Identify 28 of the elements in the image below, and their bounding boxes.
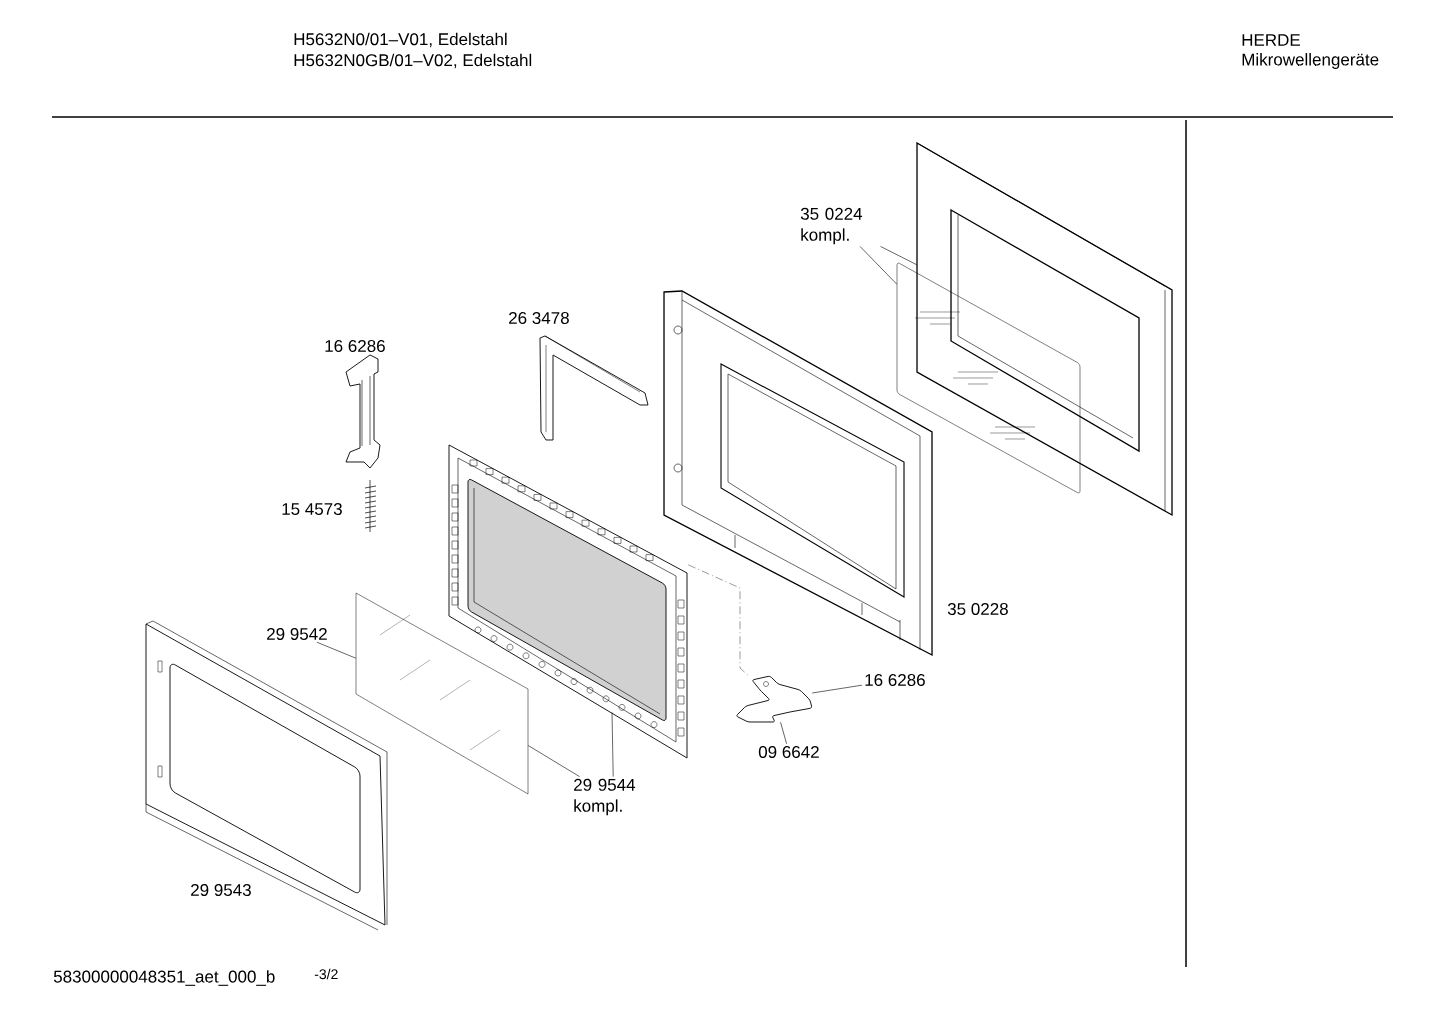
part-number: 29 9544 kompl.: [574, 778, 636, 816]
part-drawing: [448, 444, 688, 759]
header-text: H5632N0/01–V01, Edelstahl: [294, 32, 507, 48]
part-number: 16 6286: [325, 340, 385, 352]
part-drawing: [736, 675, 813, 723]
part-number: 35 0224 kompl.: [800, 207, 863, 245]
part-number: 09 6642: [758, 746, 819, 758]
part-number: 29 9542: [267, 628, 327, 640]
dashed-line: [688, 564, 749, 676]
part-number: 29 9543: [191, 884, 251, 896]
leader-line: [316, 641, 357, 659]
part-number: 35 0228: [947, 603, 1008, 615]
header-text: Mikrowellengeräte: [1242, 53, 1379, 69]
leader-line: [859, 246, 898, 285]
leader-line: [811, 684, 863, 694]
leader-line: [780, 721, 787, 745]
page-number: -3/2: [314, 968, 338, 980]
part-drawing: [355, 592, 529, 795]
header-text: H5632N0GB/01–V02, Edelstahl: [294, 53, 532, 69]
header-text: HERDE: [1242, 34, 1300, 46]
leader-line: [611, 712, 614, 777]
leader-line: [527, 745, 580, 777]
part-number: 15 4573: [282, 503, 342, 515]
part-number: 26 3478: [509, 312, 569, 324]
document-code: 58300000048351_aet_000_b: [53, 970, 275, 986]
part-drawing: [896, 262, 1081, 494]
leader-line: [880, 246, 918, 266]
part-number: 16 6286: [865, 674, 925, 686]
